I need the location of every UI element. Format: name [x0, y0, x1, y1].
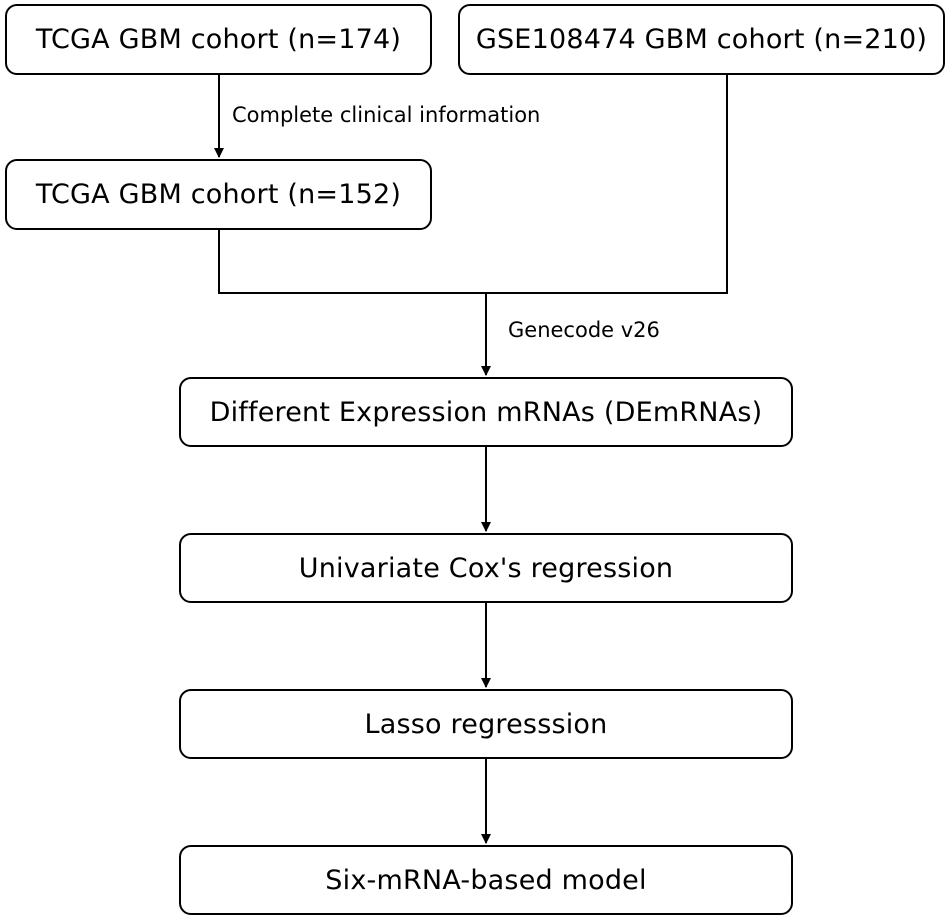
genecode-label: Genecode v26: [508, 318, 660, 342]
lasso-label: Lasso regresssion: [364, 708, 608, 740]
tcga-152-label: TCGA GBM cohort (n=152): [35, 179, 402, 210]
univariate-cox-label: Univariate Cox's regression: [298, 552, 674, 584]
six-mrna-model-box: Six-mRNA-based model: [179, 845, 793, 915]
gse108474-label: GSE108474 GBM cohort (n=210): [475, 24, 928, 55]
demrnas-label: Different Expression mRNAs (DEmRNAs): [209, 396, 763, 428]
clinical-filter-label: Complete clinical information: [232, 103, 541, 127]
lasso-box: Lasso regresssion: [179, 689, 793, 759]
gse108474-box: GSE108474 GBM cohort (n=210): [458, 4, 945, 75]
tcga-174-box: TCGA GBM cohort (n=174): [5, 4, 432, 75]
demrnas-box: Different Expression mRNAs (DEmRNAs): [179, 377, 793, 447]
tcga-152-box: TCGA GBM cohort (n=152): [5, 159, 432, 230]
six-mrna-model-label: Six-mRNA-based model: [325, 864, 647, 896]
univariate-cox-box: Univariate Cox's regression: [179, 533, 793, 603]
tcga-174-label: TCGA GBM cohort (n=174): [35, 24, 402, 55]
